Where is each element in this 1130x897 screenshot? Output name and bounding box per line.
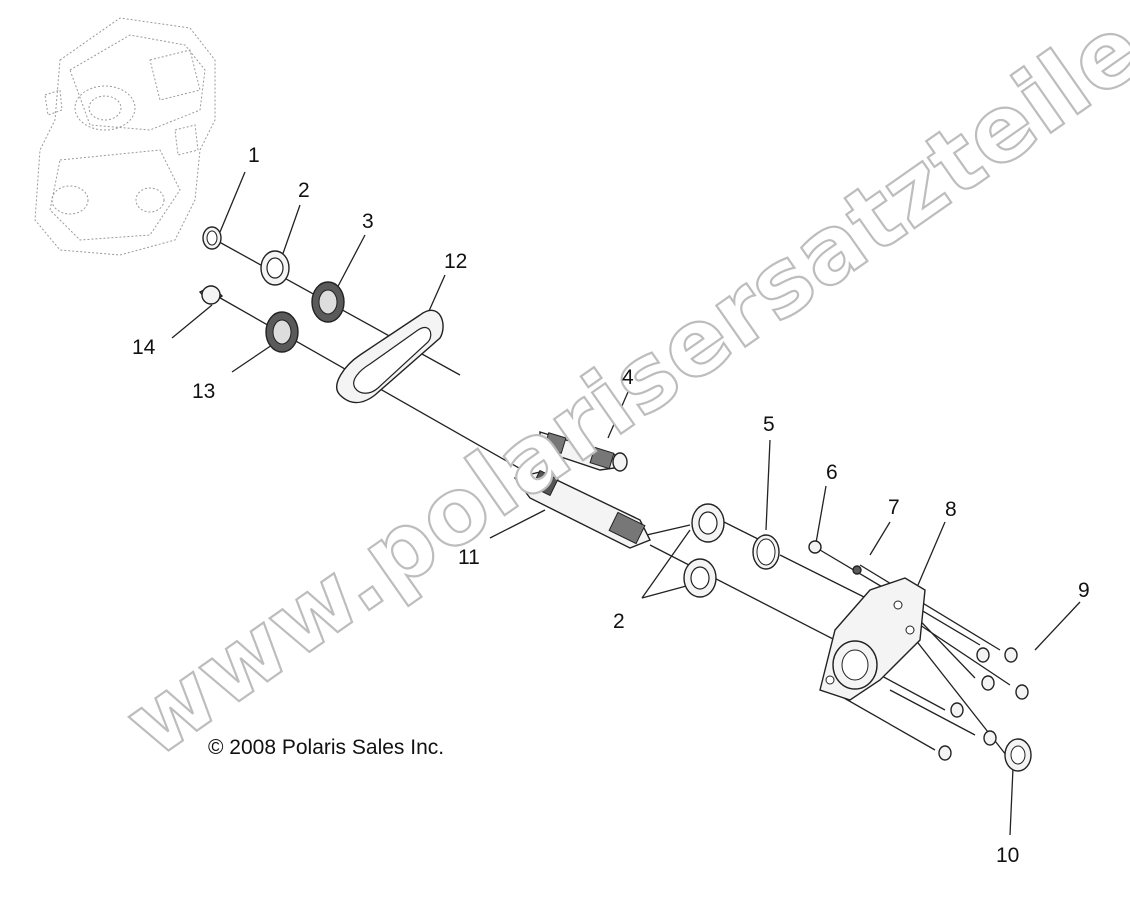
callout-14: 14: [132, 336, 156, 359]
part-13-gear: [265, 311, 299, 353]
part-12-chain: [336, 309, 444, 404]
callout-numbers: 1 2 3 12 14 13 4 5 6 7 8 9 11 2 10: [132, 144, 1090, 867]
copyright-text: © 2008 Polaris Sales Inc.: [208, 736, 444, 759]
callout-11: 11: [458, 546, 480, 569]
part-6-plug: [808, 540, 822, 554]
part-8-cover: [819, 577, 926, 701]
part-14-bushing: [198, 285, 224, 305]
transmission-housing-sketch-icon: [34, 17, 216, 256]
callout-13: 13: [192, 380, 215, 403]
part-10-seal: [1004, 738, 1032, 772]
callout-7: 7: [888, 496, 900, 519]
part-3-gear: [311, 281, 345, 323]
part-5-o-ring: [752, 534, 780, 570]
callout-2-top: 2: [298, 179, 310, 202]
callout-6: 6: [826, 461, 838, 484]
callout-3: 3: [362, 210, 374, 233]
watermark-text: www.polarisersatzteile.de: [106, 0, 1130, 778]
callout-10: 10: [996, 844, 1019, 867]
callout-4: 4: [622, 366, 634, 389]
part-11-main-shaft: [513, 469, 651, 549]
callout-1: 1: [248, 144, 260, 167]
callout-12: 12: [444, 250, 467, 273]
callout-5: 5: [763, 413, 775, 436]
part-7-seal: [852, 565, 862, 575]
part-4-splined-shaft: [539, 431, 628, 472]
callout-2-bottom: 2: [613, 610, 625, 633]
part-1-washer: [202, 226, 222, 250]
callout-9: 9: [1078, 579, 1090, 602]
part-2-bearing: [260, 250, 290, 286]
callout-8: 8: [945, 498, 957, 521]
callout-leader-lines: [171, 171, 1081, 836]
part-9-bolts: [938, 647, 1029, 761]
parts: [198, 226, 1032, 772]
part-2-bearing-pair: [683, 503, 725, 598]
